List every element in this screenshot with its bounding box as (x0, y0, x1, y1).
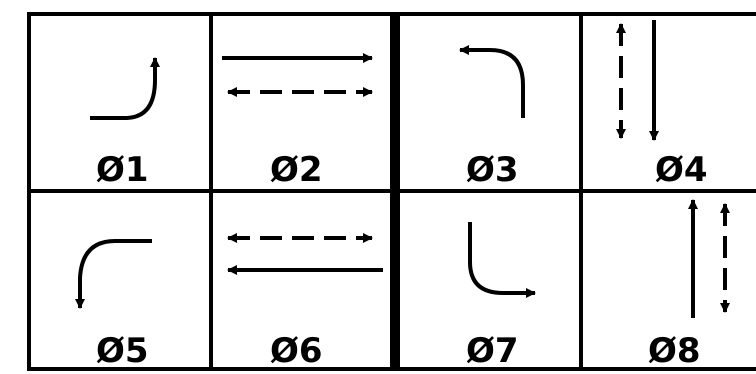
phase-grid (27, 12, 756, 371)
phase-5-label: Ø5 (96, 331, 149, 371)
phase-7-label: Ø7 (466, 331, 519, 371)
phase-1-cell: Ø1 (90, 57, 160, 190)
phase-2-label: Ø2 (270, 150, 323, 190)
phase-7-left-turn-arrow (468, 222, 536, 298)
phase-3-cell: Ø3 (459, 45, 525, 190)
phase-6-label: Ø6 (270, 331, 323, 371)
phase-8-cell: Ø8 (648, 199, 730, 371)
phase-1-label: Ø1 (96, 150, 149, 190)
phase-7-cell: Ø7 (466, 222, 536, 371)
phase-3-label: Ø3 (466, 150, 519, 190)
phase-5-cell: Ø5 (75, 239, 152, 371)
phase-8-label: Ø8 (648, 331, 701, 371)
phase-4-label: Ø4 (655, 150, 708, 190)
phase-1-left-turn-arrow (90, 57, 160, 120)
phase-6-cell: Ø6 (227, 233, 383, 371)
phase-4-cell: Ø4 (616, 20, 708, 190)
phase-5-left-turn-arrow (75, 239, 152, 309)
phase-2-cell: Ø2 (222, 53, 373, 190)
phase-3-left-turn-arrow (459, 45, 525, 118)
